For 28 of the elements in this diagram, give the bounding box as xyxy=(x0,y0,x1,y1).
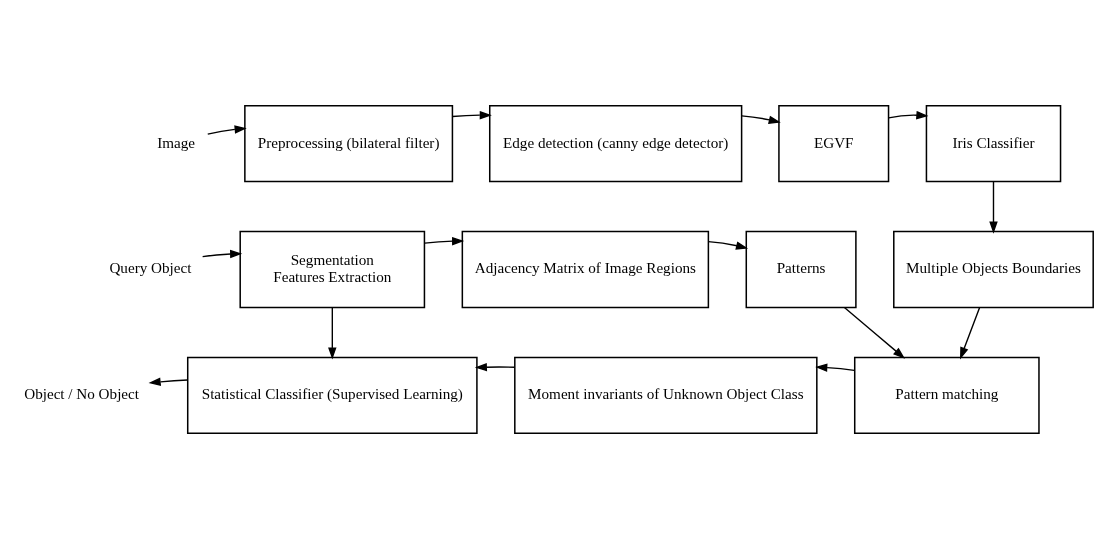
node-box: Statistical Classifier (Supervised Learning) xyxy=(186,356,478,434)
arrow xyxy=(201,249,243,258)
node-box: Preprocessing (bilateral filter) xyxy=(244,104,454,182)
arrow xyxy=(741,114,781,124)
node-box: Segmentation Features Extraction xyxy=(239,230,426,308)
node-box: Moment invariants of Unknown Object Class xyxy=(514,356,818,434)
node-box: EGVF xyxy=(778,104,890,182)
node-box: Edge detection (canny edge detector) xyxy=(489,104,743,182)
arrow xyxy=(148,377,189,386)
arrow xyxy=(474,362,516,371)
arrow xyxy=(707,240,749,250)
node-text: Object / No Object xyxy=(24,384,140,402)
node-box: Adjacency Matrix of Image Regions xyxy=(461,230,710,308)
arrow xyxy=(989,180,998,234)
arrow xyxy=(207,124,247,135)
node-text: Query Object xyxy=(109,258,192,276)
arrow xyxy=(843,306,906,359)
node-text: Image xyxy=(157,133,195,151)
arrow xyxy=(887,110,929,119)
node-box: Iris Classifier xyxy=(925,104,1062,182)
node-box: Patterns xyxy=(745,230,857,308)
arrow xyxy=(451,110,492,119)
arrow xyxy=(424,236,465,245)
arrow xyxy=(328,306,337,360)
arrow xyxy=(815,362,855,372)
arrow xyxy=(960,306,981,359)
node-box: Multiple Objects Boundaries xyxy=(893,230,1094,308)
node-box: Pattern matching xyxy=(853,356,1040,434)
